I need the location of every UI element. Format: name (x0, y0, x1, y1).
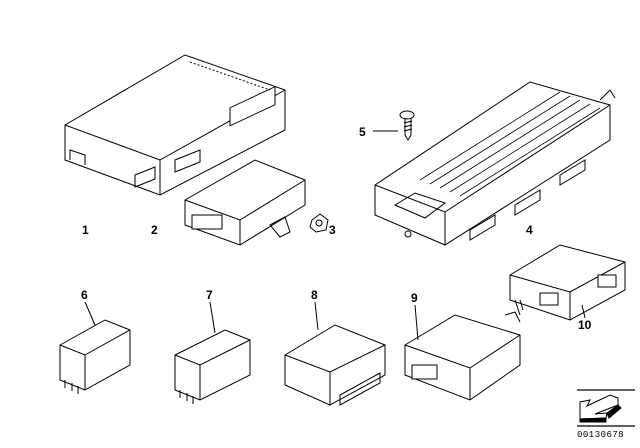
part-8-drawing (284, 301, 386, 406)
part-label-5: 5 (359, 125, 366, 139)
part-label-4: 4 (526, 223, 533, 237)
part-1-drawing (64, 54, 286, 196)
part-4-drawing (374, 81, 616, 246)
part-label-2: 2 (151, 223, 158, 237)
part-label-9: 9 (411, 291, 418, 305)
part-10-drawing (509, 244, 626, 321)
part-5-drawing (373, 110, 415, 141)
part-6-drawing (59, 301, 131, 394)
part-7-drawing (174, 301, 251, 404)
part-label-7: 7 (206, 288, 213, 302)
part-label-10: 10 (578, 318, 592, 332)
arrow-icon (577, 389, 635, 427)
part-label-3: 3 (329, 223, 336, 237)
part-9-drawing (404, 304, 521, 401)
diagram-id: 00130678 (577, 430, 625, 440)
part-2-drawing (184, 159, 306, 246)
part-label-1: 1 (82, 223, 89, 237)
part-3-drawing (309, 213, 329, 233)
part-label-6: 6 (81, 288, 88, 302)
part-label-8: 8 (311, 288, 318, 302)
